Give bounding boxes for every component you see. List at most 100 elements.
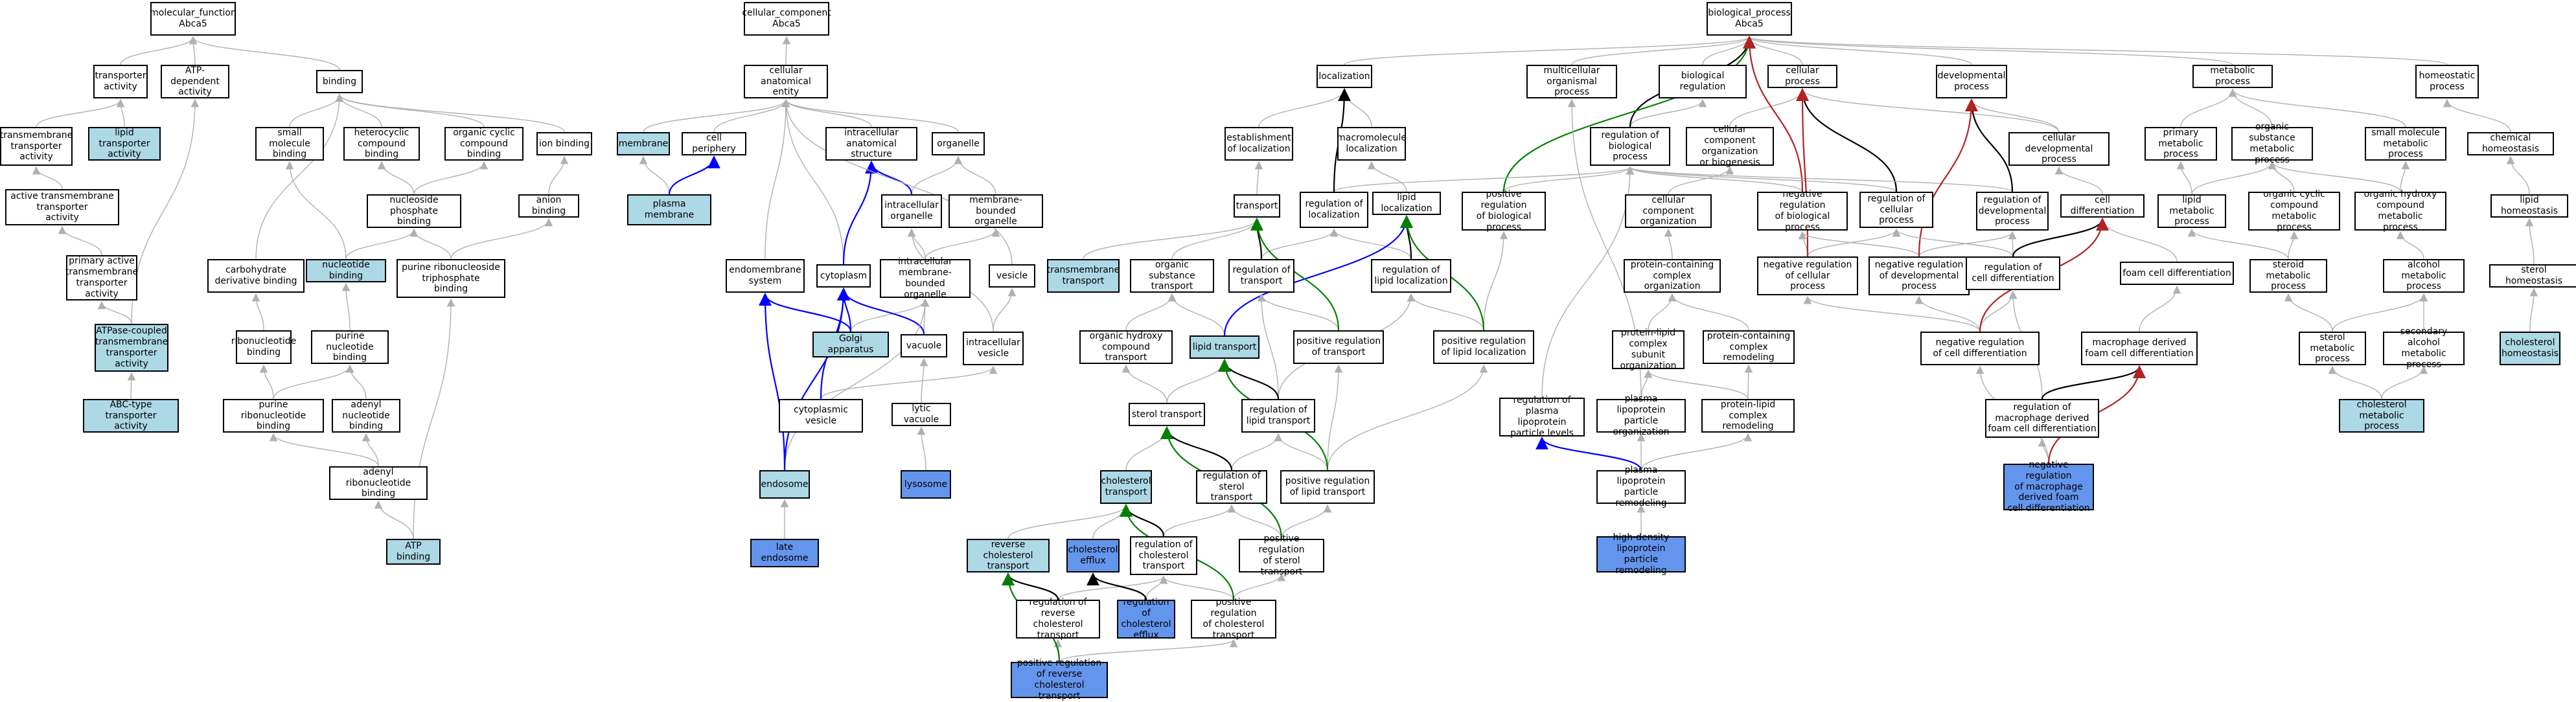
- part-of-edge: [865, 161, 913, 195]
- node-localization: localization: [1317, 65, 1372, 88]
- is-a-edge: [782, 36, 791, 65]
- node-lipid-homeostasis: lipid homeostasis: [2490, 194, 2568, 218]
- regulates-edge: [1002, 572, 1059, 600]
- is-a-edge: [1979, 290, 2018, 332]
- node-pos-reg-lipid-localization: positive regulation of lipid localizatio…: [1433, 330, 1534, 364]
- is-a-edge: [919, 357, 928, 403]
- node-protein-lipid-subunit-org: protein-lipid complex subunit organizati…: [1612, 328, 1685, 371]
- node-intracellular-organelle: intracellular organelle: [881, 194, 942, 228]
- node-cholesterol-transport: cholesterol transport: [1100, 470, 1152, 504]
- node-neg-reg-bp: negative regulation of biological proces…: [1757, 189, 1848, 232]
- node-biological-regulation: biological regulation: [1659, 65, 1747, 98]
- is-a-edge: [413, 298, 455, 539]
- node-ion-binding: ion binding: [536, 132, 592, 155]
- is-a-edge: [1171, 218, 1261, 260]
- node-heterocyclic-binding: heterocyclic compound binding: [343, 127, 420, 161]
- is-a-edge: [2054, 166, 2103, 195]
- is-a-edge: [2176, 161, 2192, 195]
- is-a-edge: [1145, 575, 1168, 600]
- node-ribonucleotide-binding: ribonucleotide binding: [231, 330, 296, 364]
- is-a-edge: [925, 228, 1000, 260]
- node-plasma-lipoprotein-org: plasma lipoprotein particle organization: [1596, 394, 1686, 437]
- is-a-edge: [2328, 365, 2382, 400]
- part-of-edge: [1535, 436, 1642, 471]
- node-atp-binding: ATP binding: [386, 539, 441, 565]
- node-reg-cell-diff: regulation of cell differentiation: [1966, 256, 2060, 290]
- node-reg-plasma-lipoprotein-levels: regulation of plasma lipoprotein particl…: [1499, 395, 1585, 438]
- is-a-edge: [273, 364, 354, 400]
- node-reg-reverse-cholesterol: regulation of reverse cholesterol transp…: [1016, 597, 1100, 640]
- node-lysosome: lysosome: [901, 470, 951, 499]
- is-a-edge: [1915, 295, 1981, 332]
- is-a-edge: [189, 36, 198, 65]
- node-cae: cellular anatomical entity: [744, 65, 828, 98]
- is-a-edge: [36, 98, 125, 128]
- is-a-edge: [341, 282, 351, 331]
- part-of-edge: [668, 155, 720, 195]
- node-cholesterol-homeostasis: cholesterol homeostasis: [2500, 332, 2560, 365]
- is-a-edge: [1367, 161, 1407, 192]
- is-a-edge: [2139, 285, 2181, 332]
- node-cholesterol-metabolic: cholesterol metabolic process: [2339, 399, 2424, 433]
- node-organic-cyclic-binding: organic cyclic compound binding: [444, 127, 523, 161]
- node-intracellular-vesicle: intracellular vesicle: [963, 332, 1024, 365]
- is-a-edge: [1798, 231, 1920, 257]
- is-a-edge: [2228, 88, 2406, 128]
- is-a-edge: [2284, 293, 2333, 332]
- is-a-edge: [1227, 504, 1282, 539]
- is-a-edge: [409, 228, 452, 260]
- node-protein-containing-remodeling: protein-containing complex remodeling: [1703, 330, 1795, 364]
- node-lytic-vacuole: lytic vacuole: [891, 403, 951, 426]
- is-a-edge: [639, 155, 670, 195]
- is-a-edge: [374, 500, 414, 539]
- is-a-edge: [781, 98, 844, 265]
- is-a-edge: [1648, 293, 1677, 331]
- is-a-edge: [127, 372, 136, 400]
- is-a-edge: [1281, 504, 1332, 539]
- node-metabolic-process: metabolic process: [2192, 65, 2273, 88]
- is-a-edge: [1166, 359, 1229, 403]
- node-pos-reg-bp: positive regulation of biological proces…: [1462, 189, 1546, 232]
- node-neg-reg-dev-process: negative regulation of developmental pro…: [1869, 256, 1970, 295]
- is-a-edge: [1327, 364, 1343, 471]
- is-a-edge: [97, 300, 132, 324]
- is-a-edge: [993, 288, 1017, 332]
- node-macromolecule-loc: macromolecule localization: [1337, 127, 1407, 161]
- node-protein-lipid-remodeling: protein-lipid complex remodeling: [1701, 399, 1795, 433]
- is-a-edge: [2180, 88, 2237, 128]
- is-a-edge: [1967, 98, 2060, 133]
- node-reg-localization: regulation of localization: [1300, 192, 1368, 228]
- node-adenyl-ribonucleotide-binding: adenyl ribonucleotide binding: [329, 466, 428, 500]
- is-a-edge: [32, 166, 63, 190]
- negatively-regulates-edge: [1918, 98, 1978, 257]
- node-membrane-bounded-organelle: membrane-bounded organelle: [949, 194, 1043, 228]
- is-a-edge: [2332, 293, 2428, 332]
- node-developmental-process: developmental process: [1936, 65, 2007, 98]
- is-a-edge: [2187, 228, 2289, 260]
- node-purine-nucleotide-binding: purine nucleotide binding: [311, 330, 389, 364]
- node-purine-ribonucleoside-tp-binding: purine ribonucleoside triphosphate bindi…: [397, 259, 505, 298]
- is-a-edge: [1483, 231, 1508, 331]
- is-a-edge: [2506, 155, 2530, 195]
- node-late-endosome: late endosome: [750, 539, 819, 567]
- node-nucleotide-binding: nucleotide binding: [306, 259, 386, 282]
- is-a-edge: [1329, 228, 1412, 260]
- is-a-edge: [345, 228, 419, 260]
- node-adenyl-nucleotide-binding: adenyl nucleotide binding: [332, 399, 400, 433]
- node-active-tm: active transmembrane transporter activit…: [5, 189, 119, 225]
- is-a-edge: [1626, 166, 1897, 192]
- is-a-edge: [713, 98, 790, 133]
- positively-regulates-edge: [1250, 218, 1340, 331]
- is-a-edge: [345, 364, 367, 400]
- is-a-edge: [1745, 36, 1972, 65]
- node-endosome: endosome: [759, 470, 810, 499]
- is-a-edge: [1257, 293, 1339, 331]
- is-a-edge: [2525, 218, 2535, 265]
- is-a-edge: [820, 365, 998, 400]
- node-abc-transporter: ABC-type transporter activity: [83, 399, 179, 433]
- node-cc-organization: cellular component organization: [1625, 194, 1712, 228]
- is-a-edge: [954, 155, 996, 195]
- is-a-edge: [116, 98, 125, 128]
- is-a-edge: [1125, 426, 1171, 471]
- is-a-edge: [2008, 231, 2017, 257]
